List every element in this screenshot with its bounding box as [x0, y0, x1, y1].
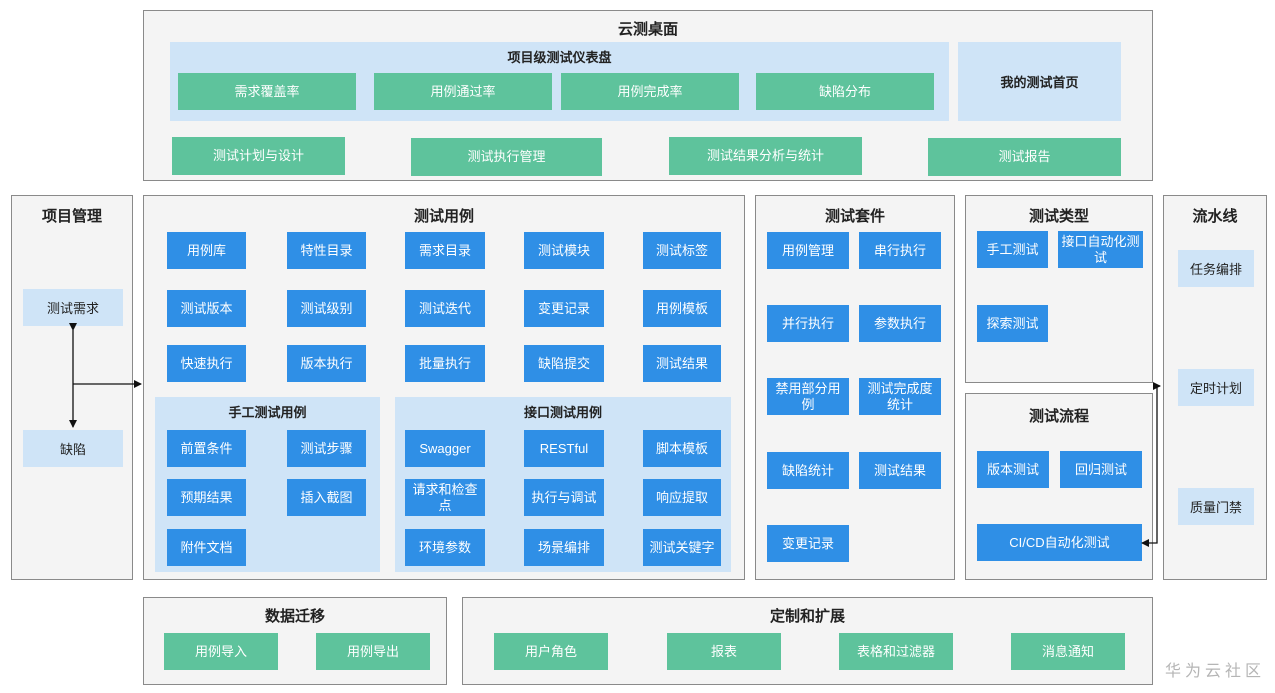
- serial-execution-box[interactable]: 串行执行: [859, 232, 941, 269]
- defect-submission-box[interactable]: 缺陷提交: [524, 345, 604, 382]
- feature-directory-box[interactable]: 特性目录: [287, 232, 366, 269]
- insert-screenshot-box[interactable]: 插入截图: [287, 479, 366, 516]
- test-module-box[interactable]: 测试模块: [524, 232, 604, 269]
- exploratory-test-box[interactable]: 探索测试: [977, 305, 1048, 342]
- test-tag-box[interactable]: 测试标签: [643, 232, 721, 269]
- expected-result-box[interactable]: 预期结果: [167, 479, 246, 516]
- cloud-desktop-title: 云测桌面: [617, 21, 678, 38]
- requirement-directory-box[interactable]: 需求目录: [405, 232, 485, 269]
- api-cases-title: 接口测试用例: [523, 405, 602, 420]
- cicd-automation-test-box[interactable]: CI/CD自动化测试: [977, 524, 1142, 561]
- pipeline-to-cicd-arrow: [1141, 386, 1158, 547]
- pipeline-title: 流水线: [1192, 208, 1238, 225]
- case-export-box[interactable]: 用例导出: [316, 633, 430, 670]
- case-completion-rate-box[interactable]: 用例完成率: [561, 73, 739, 110]
- test-type-panel: 测试类型: [965, 195, 1153, 383]
- quick-execution-box[interactable]: 快速执行: [167, 345, 246, 382]
- customization-title: 定制和扩展: [769, 608, 845, 625]
- completion-statistics-box[interactable]: 测试完成度统计: [859, 378, 941, 415]
- environment-params-box[interactable]: 环境参数: [405, 529, 485, 566]
- test-report-box[interactable]: 测试报告: [928, 138, 1121, 176]
- version-test-box[interactable]: 版本测试: [977, 451, 1049, 488]
- regression-test-box[interactable]: 回归测试: [1060, 451, 1142, 488]
- test-type-title: 测试类型: [1028, 208, 1089, 225]
- attachment-document-box[interactable]: 附件文档: [167, 529, 246, 566]
- suite-test-result-box[interactable]: 测试结果: [859, 452, 941, 489]
- case-pass-rate-box[interactable]: 用例通过率: [374, 73, 552, 110]
- swagger-box[interactable]: Swagger: [405, 430, 485, 467]
- test-suite-title: 测试套件: [824, 208, 885, 225]
- message-notification-box[interactable]: 消息通知: [1011, 633, 1125, 670]
- version-execution-box[interactable]: 版本执行: [287, 345, 366, 382]
- suite-change-record-box[interactable]: 变更记录: [767, 525, 849, 562]
- user-role-box[interactable]: 用户角色: [494, 633, 608, 670]
- precondition-box[interactable]: 前置条件: [167, 430, 246, 467]
- disable-partial-cases-box[interactable]: 禁用部分用例: [767, 378, 849, 415]
- scheduled-plan-box[interactable]: 定时计划: [1178, 369, 1254, 406]
- case-import-box[interactable]: 用例导入: [164, 633, 278, 670]
- test-keyword-box[interactable]: 测试关键字: [643, 529, 721, 566]
- execute-debug-box[interactable]: 执行与调试: [524, 479, 604, 516]
- quality-gate-box[interactable]: 质量门禁: [1178, 488, 1254, 525]
- test-steps-box[interactable]: 测试步骤: [287, 430, 366, 467]
- manual-test-box[interactable]: 手工测试: [977, 231, 1048, 268]
- test-execution-management-box[interactable]: 测试执行管理: [411, 138, 602, 176]
- parameter-execution-box[interactable]: 参数执行: [859, 305, 941, 342]
- case-management-box[interactable]: 用例管理: [767, 232, 849, 269]
- case-template-box[interactable]: 用例模板: [643, 290, 721, 327]
- change-record-box[interactable]: 变更记录: [524, 290, 604, 327]
- script-template-box[interactable]: 脚本模板: [643, 430, 721, 467]
- watermark: 华为云社区: [1164, 663, 1265, 680]
- test-iteration-box[interactable]: 测试迭代: [405, 290, 485, 327]
- report-box[interactable]: 报表: [667, 633, 781, 670]
- restful-box[interactable]: RESTful: [524, 430, 604, 467]
- parallel-execution-box[interactable]: 并行执行: [767, 305, 849, 342]
- project-management-title: 项目管理: [41, 208, 102, 225]
- data-migration-title: 数据迁移: [264, 608, 325, 625]
- test-result-analysis-box[interactable]: 测试结果分析与统计: [669, 137, 862, 175]
- test-level-box[interactable]: 测试级别: [287, 290, 366, 327]
- requirement-coverage-box[interactable]: 需求覆盖率: [178, 73, 356, 110]
- response-extraction-box[interactable]: 响应提取: [643, 479, 721, 516]
- test-plan-design-box[interactable]: 测试计划与设计: [172, 137, 345, 175]
- dashboard-title: 项目级测试仪表盘: [507, 50, 612, 65]
- manual-cases-title: 手工测试用例: [228, 405, 307, 420]
- my-test-home-box[interactable]: 我的测试首页: [958, 42, 1121, 121]
- case-library-box[interactable]: 用例库: [167, 232, 246, 269]
- defect-statistics-box[interactable]: 缺陷统计: [767, 452, 849, 489]
- task-orchestration-box[interactable]: 任务编排: [1178, 250, 1254, 287]
- test-process-title: 测试流程: [1028, 408, 1089, 425]
- api-automation-test-box[interactable]: 接口自动化测试: [1058, 231, 1143, 268]
- defect-box[interactable]: 缺陷: [23, 430, 123, 467]
- test-result-box[interactable]: 测试结果: [643, 345, 721, 382]
- test-requirement-box[interactable]: 测试需求: [23, 289, 123, 326]
- test-cases-title: 测试用例: [413, 208, 474, 225]
- test-version-box[interactable]: 测试版本: [167, 290, 246, 327]
- batch-execution-box[interactable]: 批量执行: [405, 345, 485, 382]
- request-checkpoint-box[interactable]: 请求和检查点: [405, 479, 485, 516]
- defect-distribution-box[interactable]: 缺陷分布: [756, 73, 934, 110]
- scenario-orchestration-box[interactable]: 场景编排: [524, 529, 604, 566]
- table-filter-box[interactable]: 表格和过滤器: [839, 633, 953, 670]
